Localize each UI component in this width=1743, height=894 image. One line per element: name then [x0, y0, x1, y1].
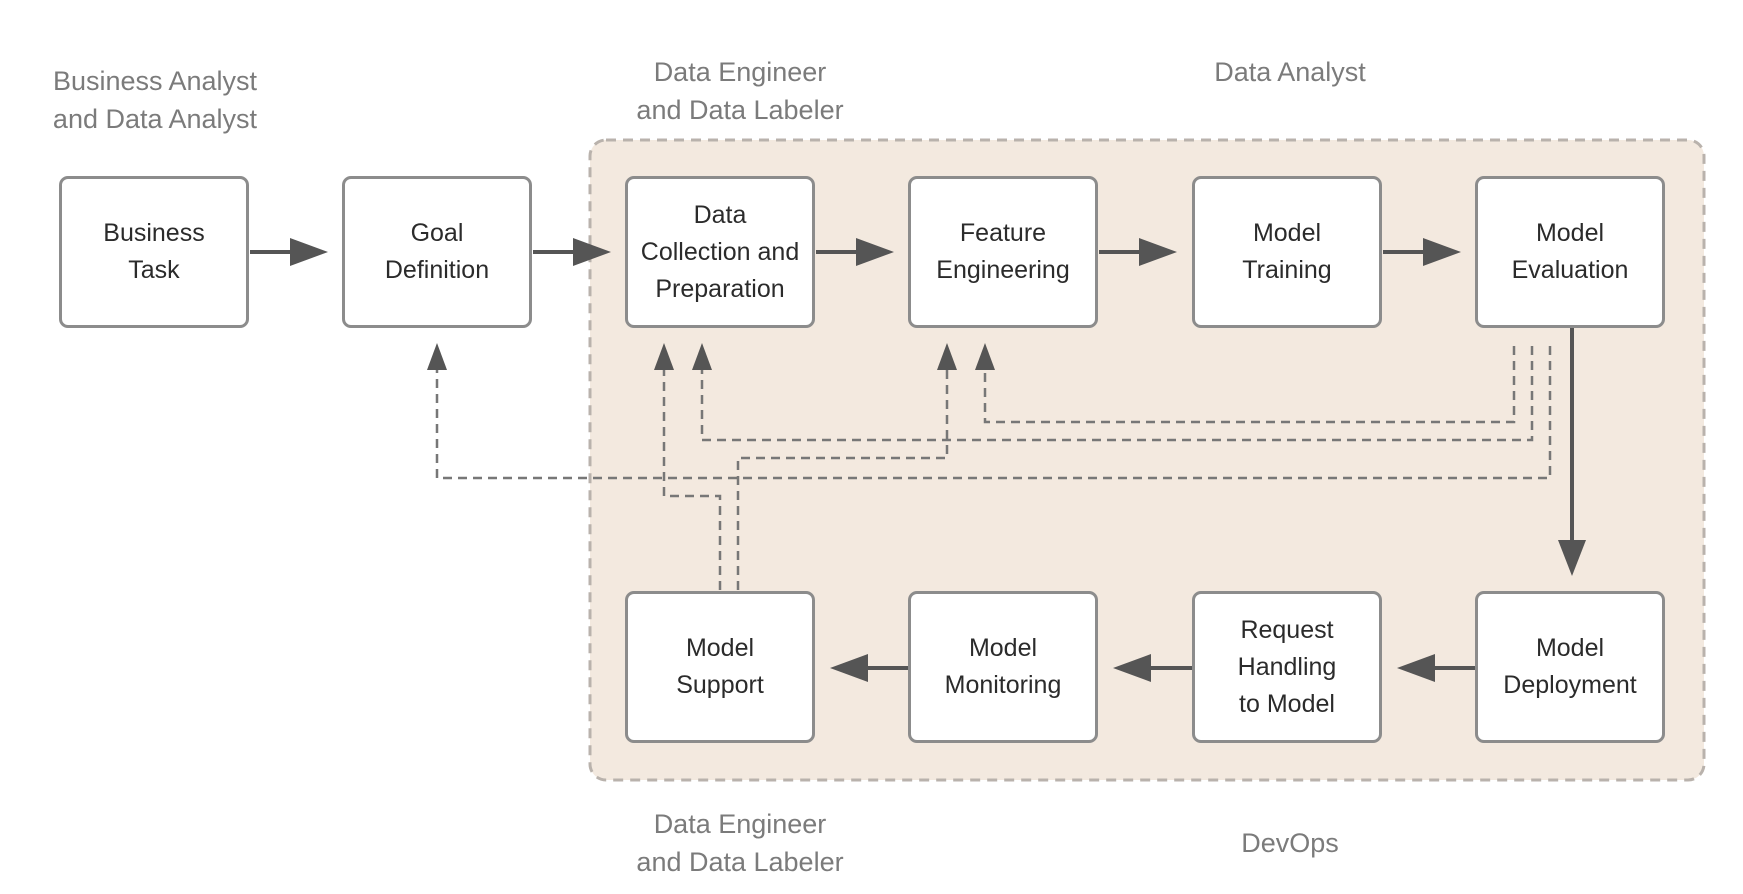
role-label-data-engineer-labeler-bottom: Data Engineer and Data Labeler [636, 809, 844, 877]
step-model-training: Model Training [1192, 176, 1382, 328]
feedback-support-to-data-collection [662, 368, 722, 590]
step-model-evaluation: Model Evaluation [1475, 176, 1665, 328]
arrow-model-monitoring-to-model-support [830, 654, 910, 682]
feedback-support-to-feature-engineering [736, 368, 949, 590]
arrowhead-feature-engineering-1 [937, 343, 957, 370]
step-label: Data Collection and Preparation [640, 200, 800, 303]
step-model-deployment: Model Deployment [1475, 591, 1665, 743]
step-label: Model Evaluation [1511, 219, 1629, 284]
step-label: Model Training [1242, 219, 1332, 284]
step-label: Model Deployment [1503, 634, 1637, 699]
arrow-goal-to-data-collection [533, 238, 611, 266]
arrowhead-feature-engineering-2 [975, 343, 995, 370]
arrowhead-goal-definition [427, 343, 447, 370]
role-label-data-analyst: Data Analyst [1214, 57, 1366, 87]
ml-pipeline-region [588, 138, 1706, 782]
feedback-evaluation-to-data-collection [700, 346, 1534, 442]
step-label: Business Task [103, 219, 205, 284]
arrowhead-data-collection-1 [654, 343, 674, 370]
step-label: Feature Engineering [936, 219, 1070, 284]
step-model-monitoring: Model Monitoring [908, 591, 1098, 743]
arrow-model-evaluation-to-model-deployment [1558, 328, 1586, 576]
dashed-feedback-lines [435, 346, 1552, 590]
role-label-business-data-analyst: Business Analyst and Data Analyst [52, 66, 258, 134]
arrow-model-training-to-model-evaluation [1383, 238, 1461, 266]
arrow-feature-engineering-to-model-training [1099, 238, 1177, 266]
step-feature-engineering: Feature Engineering [908, 176, 1098, 328]
step-label: Model Support [676, 634, 764, 699]
step-label: Request Handling to Model [1237, 615, 1337, 718]
arrow-request-handling-to-model-monitoring [1113, 654, 1193, 682]
role-label-data-engineer-labeler-top: Data Engineer and Data Labeler [636, 57, 844, 125]
step-request-handling: Request Handling to Model [1192, 591, 1382, 743]
feedback-evaluation-to-feature-engineering [983, 346, 1516, 424]
step-business-task: Business Task [59, 176, 249, 328]
step-label: Goal Definition [384, 219, 490, 284]
arrow-business-to-goal [250, 238, 328, 266]
role-label-devops: DevOps [1241, 828, 1339, 858]
step-model-support: Model Support [625, 591, 815, 743]
step-label: Model Monitoring [944, 634, 1062, 699]
step-data-collection-preparation: Data Collection and Preparation [625, 176, 815, 328]
arrow-data-collection-to-feature-engineering [816, 238, 894, 266]
step-goal-definition: Goal Definition [342, 176, 532, 328]
arrow-model-deployment-to-request-handling [1397, 654, 1477, 682]
feedback-arrowheads [427, 343, 995, 370]
arrowhead-data-collection-2 [692, 343, 712, 370]
feedback-evaluation-to-goal-definition [435, 346, 1552, 480]
solid-flow-arrows [250, 238, 1586, 682]
